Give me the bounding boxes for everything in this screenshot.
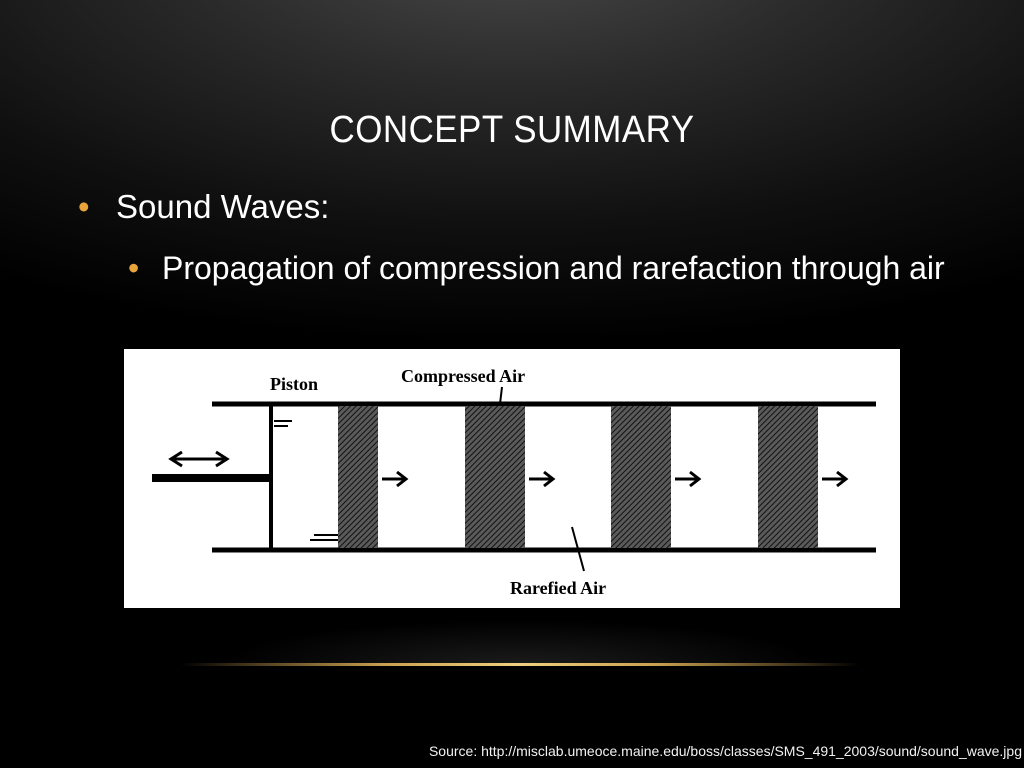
propagation-arrows (382, 470, 849, 488)
accent-line (180, 663, 860, 666)
bullet-dot-icon: • (78, 188, 90, 225)
compression-band (338, 406, 378, 548)
bullet-level-2: • Propagation of compression and rarefac… (128, 250, 945, 287)
compression-band (611, 406, 671, 548)
source-citation: Source: http://misclab.umeoce.maine.edu/… (428, 743, 1022, 759)
compression-band (758, 406, 818, 548)
bullet-dot-icon: • (128, 250, 140, 286)
bullet-text: Propagation of compression and rarefacti… (162, 250, 945, 286)
accent-glow (220, 620, 820, 664)
compressed-air-label: Compressed Air (401, 366, 525, 386)
compression-band (465, 406, 525, 548)
sound-wave-diagram: Piston Compressed Air Rarefied Air (152, 366, 876, 598)
bullet-text: Sound Waves: (116, 188, 330, 225)
sound-wave-figure: Piston Compressed Air Rarefied Air (124, 349, 900, 608)
rarefied-air-label: Rarefied Air (510, 578, 606, 598)
piston-label: Piston (270, 374, 318, 394)
double-arrow-icon (168, 450, 230, 468)
bullet-level-1: • Sound Waves: (78, 188, 329, 226)
slide-title: CONCEPT SUMMARY (329, 109, 695, 151)
